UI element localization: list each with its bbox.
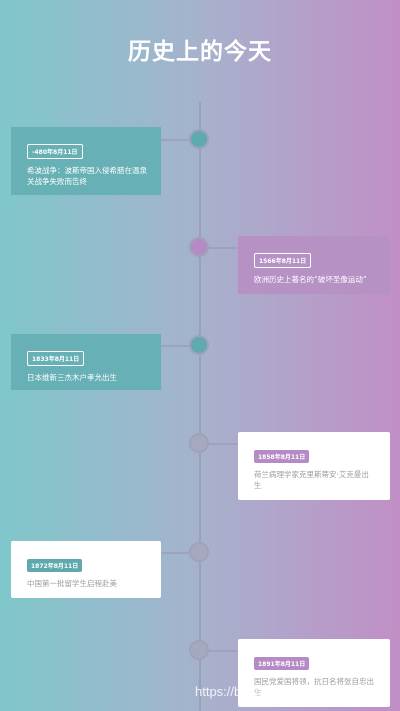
event-date: 1858年8月11日 <box>254 450 310 463</box>
connector <box>161 552 189 554</box>
event-date: -480年8月11日 <box>27 144 83 159</box>
connector <box>209 650 238 652</box>
event-card[interactable]: 1858年8月11日 荷兰病理学家克里斯蒂安·艾克曼出生 <box>238 432 390 500</box>
connector <box>161 345 189 347</box>
event-date: 1891年8月11日 <box>254 657 310 670</box>
timeline-node[interactable] <box>189 237 209 257</box>
timeline-node[interactable] <box>189 335 209 355</box>
page-title: 历史上的今天 <box>128 39 272 65</box>
event-text: 国民党爱国将领，抗日名将张自忠出生 <box>254 677 374 697</box>
timeline-node[interactable] <box>189 640 209 660</box>
timeline-axis <box>199 102 201 711</box>
event-text: 希波战争：波斯帝国入侵希腊在温泉关战争失败而告终 <box>27 166 147 186</box>
connector <box>209 247 238 249</box>
event-date: 1566年8月11日 <box>254 253 312 268</box>
connector <box>209 443 238 445</box>
watermark: https://blog.csdn.net/ypxcan <box>195 684 357 699</box>
event-card[interactable]: 1566年8月11日 欧洲历史上著名的“破坏圣像运动” <box>238 236 390 294</box>
event-card[interactable]: 1872年8月11日 中国第一批留学生启程赴美 <box>11 541 161 598</box>
event-text: 欧洲历史上著名的“破坏圣像运动” <box>254 275 367 284</box>
timeline-node[interactable] <box>189 433 209 453</box>
event-text: 日本维新三杰木户孝允出生 <box>27 373 117 382</box>
event-text: 荷兰病理学家克里斯蒂安·艾克曼出生 <box>254 470 369 490</box>
timeline-node[interactable] <box>189 542 209 562</box>
event-date: 1833年8月11日 <box>27 351 85 366</box>
event-card[interactable]: -480年8月11日 希波战争：波斯帝国入侵希腊在温泉关战争失败而告终 <box>11 127 161 195</box>
event-text: 中国第一批留学生启程赴美 <box>27 579 117 588</box>
event-date: 1872年8月11日 <box>27 559 83 572</box>
connector <box>161 139 189 141</box>
event-card[interactable]: 1891年8月11日 国民党爱国将领，抗日名将张自忠出生 <box>238 639 390 707</box>
timeline-node[interactable] <box>189 129 209 149</box>
event-card[interactable]: 1833年8月11日 日本维新三杰木户孝允出生 <box>11 334 161 390</box>
